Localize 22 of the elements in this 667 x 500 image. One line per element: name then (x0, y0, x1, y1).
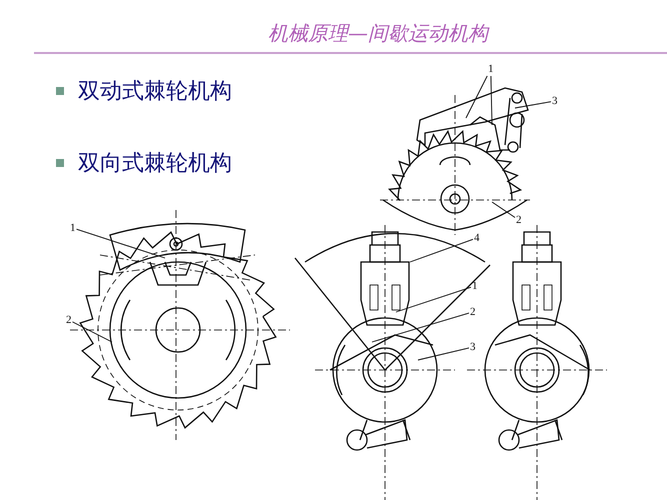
callout-number: 2 (66, 314, 72, 326)
callout-number: 3 (552, 95, 558, 107)
leader-line (514, 101, 552, 108)
callout-number: 2 (470, 306, 476, 318)
callout-number: 2 (516, 214, 522, 226)
leader-line (466, 76, 488, 118)
leader-line (490, 76, 492, 126)
callout-number: 4 (474, 232, 480, 244)
leader-line (492, 202, 516, 218)
leader-line (396, 286, 472, 312)
leader-line (72, 321, 112, 342)
leader-line (418, 347, 470, 360)
leader-line (76, 228, 166, 258)
leader-line (410, 238, 474, 262)
bullet-text: 双动式棘轮机构 (78, 78, 232, 106)
slide-title: 机械原理—间歇运动机构 (268, 20, 488, 47)
leader-line (372, 312, 470, 342)
callout-number: 1 (472, 280, 478, 292)
callout-number: 1 (70, 222, 76, 234)
bullet-text: 双向式棘轮机构 (78, 150, 232, 178)
callout-number: 3 (470, 341, 476, 353)
callout-number: 1 (488, 63, 494, 75)
